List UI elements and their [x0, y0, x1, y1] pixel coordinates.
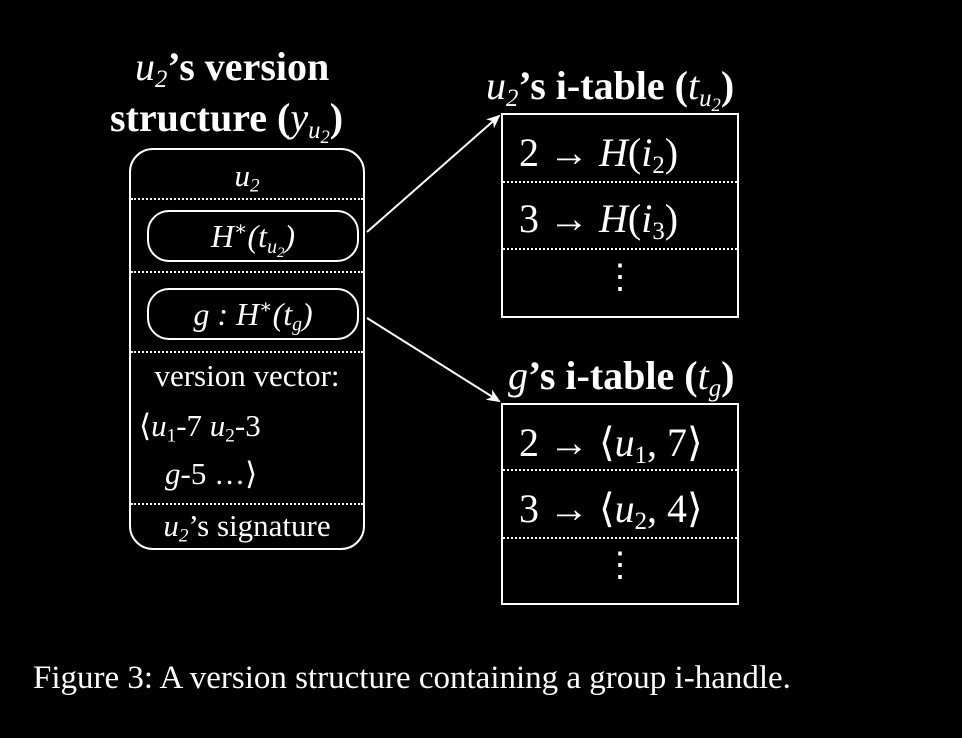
- group-handle-pill: g : H∗(tg): [147, 288, 359, 340]
- u2-itable-title: u2’s i-table (tu2): [486, 63, 735, 117]
- divider: [131, 351, 363, 353]
- signature-cell: u2’s signature: [163, 508, 331, 547]
- figure-caption: Figure 3: A version structure containing…: [33, 660, 791, 696]
- u2-itable: 2 → H(i2) 3 → H(i3) ⋮: [501, 113, 739, 318]
- divider: [503, 248, 737, 250]
- table-row: 2 → ⟨u1, 7⟩: [519, 420, 703, 469]
- version-structure-title-line2: structure (yu2): [110, 95, 344, 149]
- divider: [503, 469, 737, 471]
- ellipsis-dots: ⋮: [603, 259, 637, 296]
- owner-cell: u2: [234, 158, 260, 197]
- divider: [503, 537, 737, 539]
- version-vector-label: version vector:: [154, 358, 340, 393]
- table-row: 3 → ⟨u2, 4⟩: [519, 486, 703, 535]
- table-row: 2 → H(i2): [519, 130, 679, 179]
- version-structure-box: u2 H∗(tu2) g : H∗(tg) version vector: ⟨u…: [129, 148, 365, 550]
- itable-handle-pill: H∗(tu2): [147, 210, 359, 262]
- version-vector-line2: g-5 …⟩: [165, 456, 258, 491]
- divider: [131, 271, 363, 273]
- g-itable-title: g’s i-table (tg): [508, 353, 735, 402]
- divider: [503, 181, 737, 183]
- divider: [131, 503, 363, 505]
- arrow-to-g-itable: [366, 317, 501, 403]
- version-vector-line1: ⟨u1-7 u2-3: [139, 408, 261, 447]
- ellipsis-dots: ⋮: [603, 547, 637, 584]
- table-row: 3 → H(i3): [519, 196, 679, 245]
- divider: [131, 198, 363, 200]
- g-itable: 2 → ⟨u1, 7⟩ 3 → ⟨u2, 4⟩ ⋮: [501, 403, 739, 605]
- version-structure-title-line1: u2’s version: [135, 44, 330, 93]
- arrow-to-u2-itable: [366, 114, 501, 233]
